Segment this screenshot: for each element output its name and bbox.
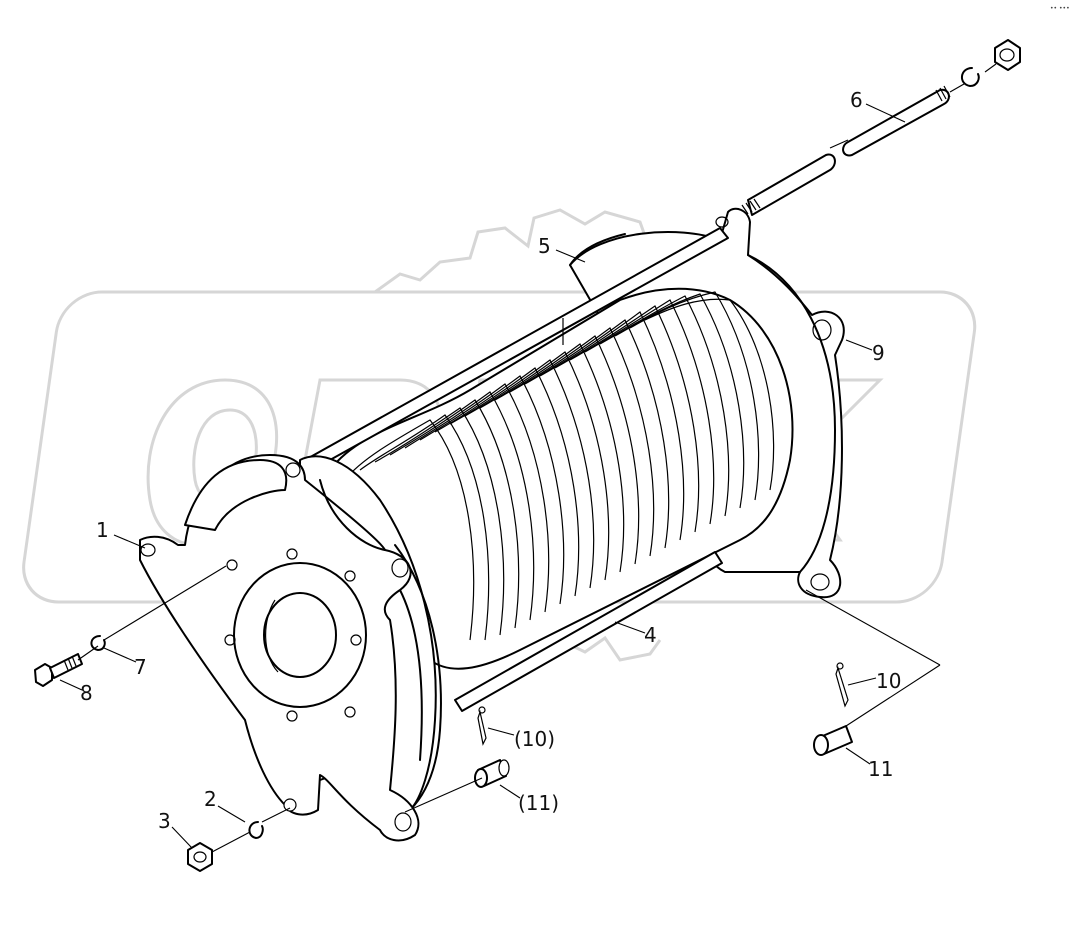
watermark-gear-outline-bottom — [559, 635, 662, 662]
callout-6: 6 — [850, 88, 863, 112]
callout-leaders — [59, 103, 906, 849]
nut-part-3 — [187, 842, 213, 872]
pin-part-11-left — [474, 759, 510, 788]
callout-8: 8 — [80, 681, 93, 705]
tie-rod-bottom-part-4 — [454, 551, 723, 712]
washer-part-7 — [90, 635, 106, 651]
callout-10-ref: (10) — [514, 727, 555, 751]
callout-3: 3 — [158, 809, 171, 833]
corner-mark: •• ••• — [1050, 5, 1070, 12]
callout-11: 11 — [868, 757, 893, 781]
callout-10: 10 — [876, 669, 901, 693]
callout-1: 1 — [96, 518, 109, 542]
callout-7: 7 — [134, 655, 147, 679]
near-flange-part-1 — [139, 454, 442, 842]
assembly-lines — [77, 63, 997, 853]
cable-windings — [344, 291, 775, 641]
callout-2: 2 — [204, 787, 217, 811]
pin-part-11-right — [813, 725, 853, 756]
long-rod-part-6 — [741, 85, 951, 216]
top-lock-washer — [961, 67, 980, 87]
callout-4: 4 — [644, 623, 657, 647]
callout-11-ref: (11) — [518, 791, 559, 815]
bolt-part-8 — [34, 653, 83, 687]
callout-5: 5 — [538, 234, 551, 258]
top-nut — [994, 39, 1021, 71]
callout-9: 9 — [872, 341, 885, 365]
drum-body — [304, 227, 794, 712]
callout-labels: 1 2 3 4 5 6 7 8 9 (10) 10 (11) 11 — [80, 88, 901, 833]
watermark-gear-outline — [374, 208, 662, 294]
hub-bore — [263, 592, 337, 678]
washer-part-2 — [248, 821, 264, 839]
cotter-pin-part-10-right — [835, 662, 849, 708]
cotter-pin-part-10-left — [477, 706, 487, 746]
